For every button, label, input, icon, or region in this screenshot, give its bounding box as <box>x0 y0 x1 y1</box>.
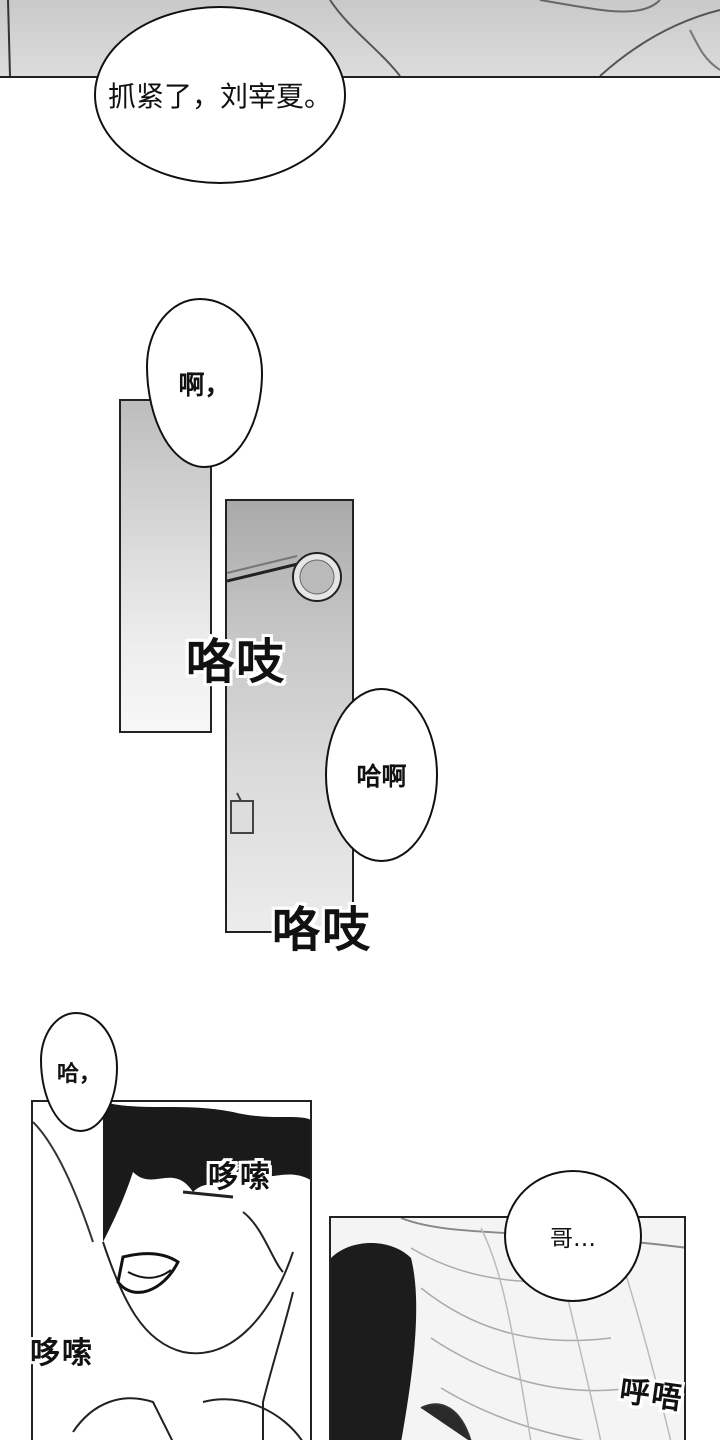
character-lineart <box>33 1102 310 1440</box>
speech-text-1: 抓紧了，刘宰夏。 <box>107 80 332 113</box>
speech-text-3: 哈啊 <box>356 762 407 791</box>
speech-text-5: 哥… <box>550 1226 596 1252</box>
speech-bubble-2: 啊， <box>146 298 263 468</box>
top-panel-lineart <box>7 0 720 76</box>
speech-bubble-5: 哥… <box>504 1170 642 1302</box>
speech-bubble-3: 哈啊 <box>325 688 438 862</box>
speech-bubble-4: 哈， <box>40 1012 118 1132</box>
panel-shower <box>225 499 354 933</box>
panel-character-left <box>31 1100 312 1440</box>
speech-bubble-1: 抓紧了，刘宰夏。 <box>94 6 346 184</box>
speech-text-2: 啊， <box>178 370 231 401</box>
panel-left-narrow <box>119 399 212 733</box>
shower-head-icon <box>227 552 342 834</box>
sfx-creak-2: 咯吱 <box>272 902 373 958</box>
sfx-breath: 呼唔 <box>617 1373 686 1418</box>
speech-text-4: 哈， <box>56 1062 101 1087</box>
sfx-shiver-1: 哆嗦 <box>208 1160 272 1195</box>
sfx-creak-1: 咯吱 <box>186 634 287 690</box>
sfx-shiver-2: 哆嗦 <box>30 1336 94 1371</box>
